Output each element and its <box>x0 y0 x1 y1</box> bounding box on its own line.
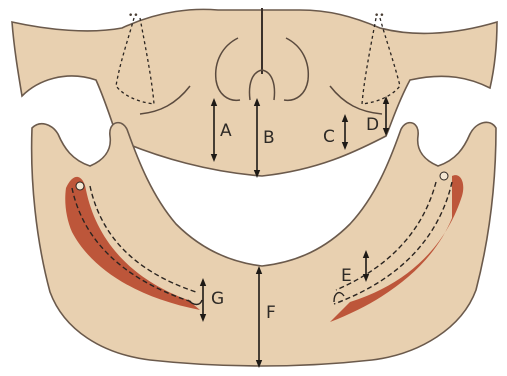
maxilla: •• •• <box>12 8 497 176</box>
left-mental-foramen <box>76 182 84 190</box>
right-mental-foramen <box>440 172 448 180</box>
label-c: C <box>323 127 335 147</box>
svg-text:••: •• <box>128 11 139 21</box>
svg-text:••: •• <box>374 11 385 21</box>
label-f: F <box>266 303 276 323</box>
label-e: E <box>341 266 352 286</box>
label-g: G <box>211 289 224 309</box>
label-d: D <box>366 115 379 135</box>
label-a: A <box>220 121 232 141</box>
label-b: B <box>263 128 275 148</box>
maxilla-outline <box>12 9 497 176</box>
